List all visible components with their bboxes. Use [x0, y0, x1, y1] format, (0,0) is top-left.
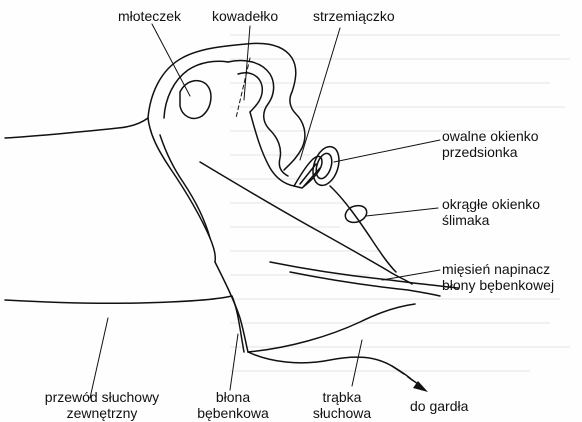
label-trabka-line1: trąbka — [302, 390, 382, 405]
label-kowadelko: kowadełko — [212, 9, 278, 24]
label-okragle-line1: okrągłe okienko — [442, 197, 540, 212]
label-owalne-line1: owalne okienko — [442, 129, 539, 144]
tympanic-membrane — [215, 262, 248, 352]
label-przewod-line1: przewód słuchowy — [34, 390, 170, 405]
label-miesien-line2: błony bębenkowej — [442, 278, 554, 293]
leader-blona — [230, 334, 238, 390]
arrow-to-throat-dash — [408, 377, 418, 384]
canal-lower-wall — [5, 296, 244, 352]
label-trabka-line2: słuchowa — [302, 406, 382, 421]
leader-przewod — [90, 318, 108, 398]
label-strzemiaczko: strzemiączko — [313, 9, 395, 24]
leader-mloteczek — [152, 24, 190, 96]
malleus-handle — [148, 118, 215, 262]
leader-strzemiaczko — [300, 28, 340, 160]
oval-window-inner — [313, 151, 334, 180]
eustachian-tube-upper — [248, 304, 415, 352]
label-blona-line2: bębenkowa — [188, 406, 278, 421]
label-blona-line1: błona — [188, 390, 278, 405]
canal-upper-wall — [5, 118, 148, 138]
label-miesien-line1: mięsień napinacz — [442, 262, 550, 277]
arrow-to-throat — [392, 366, 404, 374]
oval-window — [308, 143, 343, 188]
label-okragle-line2: ślimaka — [442, 213, 489, 228]
ligament-dashed — [236, 58, 250, 118]
tympanic-cavity-floor — [200, 162, 412, 284]
label-do-gardla: do gardła — [410, 399, 468, 414]
label-owalne-line2: przedsionka — [442, 145, 518, 160]
label-przewod-line2: zewnętrzny — [34, 406, 170, 421]
eustachian-tube-lower — [248, 352, 412, 380]
leader-trabka — [352, 340, 362, 386]
round-window — [343, 203, 369, 226]
label-mloteczek: młoteczek — [118, 9, 181, 24]
leader-miesien — [382, 270, 440, 280]
leader-kowadelko — [244, 26, 250, 100]
leader-owalne — [334, 140, 440, 162]
cavity-medial-wall — [330, 186, 396, 272]
malleus-inner — [164, 61, 228, 118]
leader-okragle — [366, 208, 438, 216]
